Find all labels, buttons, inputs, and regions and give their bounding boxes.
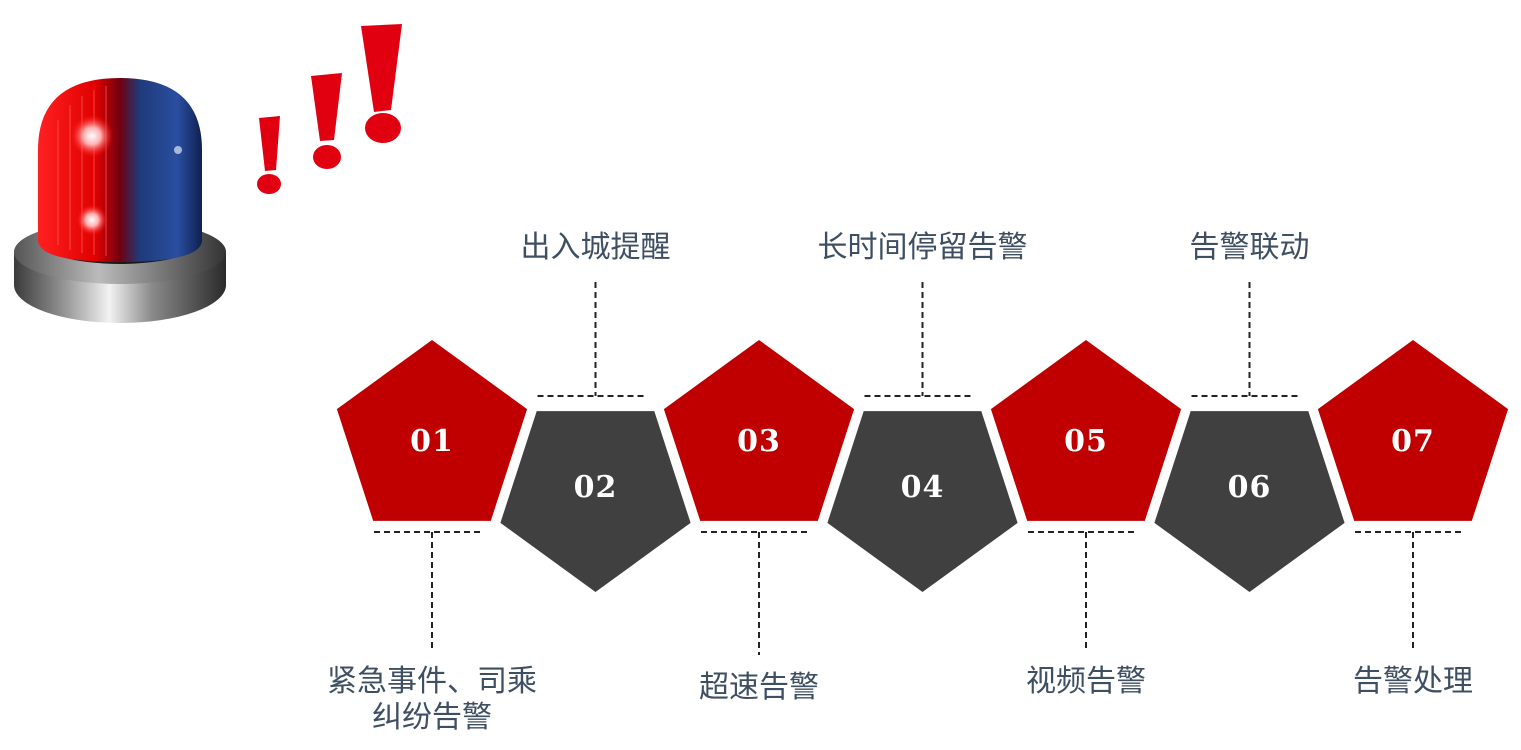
step-04-number: 04 xyxy=(901,470,945,505)
step-01: 01 xyxy=(336,340,528,521)
step-06: 06 xyxy=(1154,411,1345,592)
step-03-pentagon xyxy=(663,340,855,521)
step-06-label-line: 告警联动 xyxy=(1189,230,1310,265)
exclamation-marks-icon xyxy=(257,24,402,194)
step-07-label-line: 告警处理 xyxy=(1353,664,1473,699)
step-01-pentagon xyxy=(336,340,528,521)
step-05-pentagon xyxy=(990,340,1182,521)
step-shapes: 01 02 03 04 05 06 07 xyxy=(336,340,1509,592)
step-02-label: 出入城提醒 xyxy=(521,230,671,266)
step-07-connector xyxy=(1355,531,1463,648)
step-02-connector xyxy=(537,282,646,397)
step-07: 07 xyxy=(1317,340,1509,521)
step-03-number: 03 xyxy=(737,424,781,459)
step-02-label-line: 出入城提醒 xyxy=(520,230,671,265)
alarm-light-icon xyxy=(14,78,226,323)
step-03-label-line: 超速告警 xyxy=(699,670,819,705)
step-06-pentagon xyxy=(1154,411,1345,592)
step-05-label-line: 视频告警 xyxy=(1026,664,1146,699)
step-06-label: 告警联动 xyxy=(1190,230,1310,266)
step-07-number: 07 xyxy=(1391,424,1435,459)
step-05-label: 视频告警 xyxy=(1026,664,1146,700)
step-01-label-line: 纠纷告警 xyxy=(372,700,492,735)
step-01-label-line: 紧急事件、司乘 xyxy=(327,664,537,699)
step-06-number: 06 xyxy=(1228,470,1272,505)
step-04-label: 长时间停留告警 xyxy=(818,230,1028,266)
step-01-connector xyxy=(374,531,482,648)
step-06-connector xyxy=(1191,282,1300,397)
step-03-connector xyxy=(701,531,809,655)
step-05: 05 xyxy=(990,340,1182,521)
step-03-label: 超速告警 xyxy=(699,670,819,706)
step-connectors xyxy=(374,282,1463,655)
step-07-label: 告警处理 xyxy=(1353,664,1473,700)
step-01-label: 紧急事件、司乘纠纷告警 xyxy=(327,664,537,736)
step-04-label-line: 长时间停留告警 xyxy=(817,230,1028,265)
step-01-number: 01 xyxy=(410,424,454,459)
step-03: 03 xyxy=(663,340,855,521)
step-02-pentagon xyxy=(500,411,691,592)
step-04: 04 xyxy=(827,411,1018,592)
step-05-number: 05 xyxy=(1064,424,1108,459)
step-02-number: 02 xyxy=(574,470,618,505)
step-07-pentagon xyxy=(1317,340,1509,521)
step-04-pentagon xyxy=(827,411,1018,592)
step-02: 02 xyxy=(500,411,691,592)
step-05-connector xyxy=(1028,531,1136,648)
step-04-connector xyxy=(864,282,973,397)
